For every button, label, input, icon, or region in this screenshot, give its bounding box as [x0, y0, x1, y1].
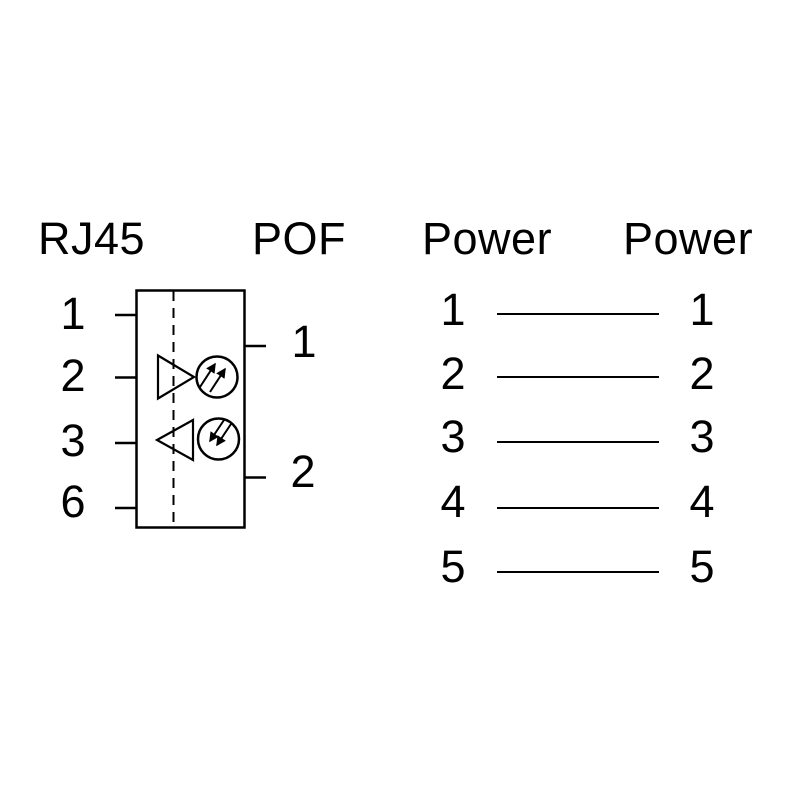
- power-right-pin-label-1: 1: [689, 284, 715, 335]
- power-left-pin-label-4: 4: [440, 476, 466, 527]
- power-left-pin-label-1: 1: [440, 284, 466, 335]
- transmit-driver-triangle-icon: [156, 353, 197, 401]
- pof-pin-label-1: 1: [291, 316, 317, 367]
- power-wire-1: [497, 313, 659, 315]
- power-left-pin-label-3: 3: [440, 411, 466, 462]
- power-right-pin-label-3: 3: [689, 411, 715, 462]
- power-right-pin-label-2: 2: [689, 348, 715, 399]
- power-wire-2: [497, 376, 659, 378]
- power-wire-5: [497, 571, 659, 573]
- emit-light-arrow-1: [199, 362, 216, 388]
- power-wire-4: [497, 507, 659, 509]
- emit-light-arrow-2: [209, 367, 226, 393]
- power-right-header: Power: [623, 213, 754, 264]
- receive-light-arrow-1: [209, 419, 225, 443]
- pof-header: POF: [252, 213, 347, 264]
- optical-converter-module: [115, 289, 266, 529]
- receive-light-arrow-2: [216, 423, 232, 447]
- rj45-header: RJ45: [38, 213, 146, 264]
- power-left-header: Power: [422, 213, 553, 264]
- pof-pin-label-2: 2: [290, 446, 316, 497]
- rj45-pin-label-3: 3: [60, 415, 86, 466]
- power-right-pin-label-4: 4: [689, 476, 715, 527]
- rj45-pin-label-1: 1: [60, 288, 86, 339]
- power-wire-3: [497, 441, 659, 443]
- converter-box: [135, 289, 246, 529]
- receive-amplifier-triangle-icon: [154, 418, 195, 462]
- rj45-pin-label-6: 6: [60, 476, 86, 527]
- power-right-pin-label-5: 5: [689, 541, 715, 592]
- power-left-pin-label-2: 2: [440, 348, 466, 399]
- photodiode-detector-icon: [196, 417, 241, 461]
- power-left-pin-label-5: 5: [440, 541, 466, 592]
- rj45-pin-label-2: 2: [60, 350, 86, 401]
- led-emitter-icon: [195, 355, 239, 399]
